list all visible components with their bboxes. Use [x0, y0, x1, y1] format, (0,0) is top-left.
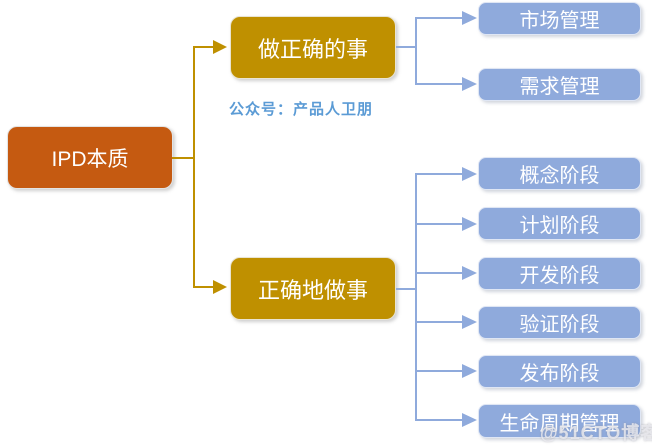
node-release-phase: 发布阶段 [478, 355, 641, 388]
connector-leaf-lifecycle [415, 419, 463, 421]
connector-blue-spine-top [415, 17, 417, 85]
connector-leaf-develop [415, 272, 463, 274]
node-develop-phase: 开发阶段 [478, 257, 641, 290]
node-do-right-things: 做正确的事 [230, 16, 396, 79]
connector-top-branch-out [396, 46, 416, 48]
node-requirement-management: 需求管理 [478, 68, 641, 101]
node-do-things-right: 正确地做事 [230, 257, 396, 320]
blue-arrowhead-release-icon [462, 364, 477, 378]
connector-leaf-verify [415, 321, 463, 323]
connector-leaf-requirement [415, 83, 463, 85]
node-market-management: 市场管理 [478, 2, 641, 35]
blue-arrowhead-plan-icon [462, 217, 477, 231]
connector-bottom-branch-out [396, 288, 416, 290]
node-ipd-essence: IPD本质 [7, 126, 173, 189]
blue-arrowhead-market-icon [462, 11, 477, 25]
blue-arrowhead-concept-icon [462, 167, 477, 181]
blue-arrowhead-develop-icon [462, 266, 477, 280]
connector-branch-top [193, 46, 214, 48]
node-lifecycle-management: 生命周期管理 [478, 404, 641, 438]
blue-arrowhead-lifecycle-icon [462, 413, 477, 427]
connector-gold-spine [193, 47, 195, 288]
connector-leaf-market [415, 17, 463, 19]
connector-root-horizontal [172, 157, 194, 159]
gold-arrowhead-top-icon [213, 40, 227, 54]
connector-leaf-concept [415, 173, 463, 175]
connector-leaf-plan [415, 223, 463, 225]
blue-arrowhead-verify-icon [462, 315, 477, 329]
blue-arrowhead-requirement-icon [462, 77, 477, 91]
connector-branch-bottom [193, 286, 214, 288]
node-plan-phase: 计划阶段 [478, 207, 641, 240]
wechat-watermark: 公众号：产品人卫朋 [229, 101, 374, 118]
gold-arrowhead-bottom-icon [213, 280, 227, 294]
node-verify-phase: 验证阶段 [478, 306, 641, 339]
node-concept-phase: 概念阶段 [478, 157, 641, 190]
connector-leaf-release [415, 370, 463, 372]
connector-blue-spine-bottom [415, 173, 417, 421]
site-watermark: @51CTO博客 [540, 423, 652, 443]
